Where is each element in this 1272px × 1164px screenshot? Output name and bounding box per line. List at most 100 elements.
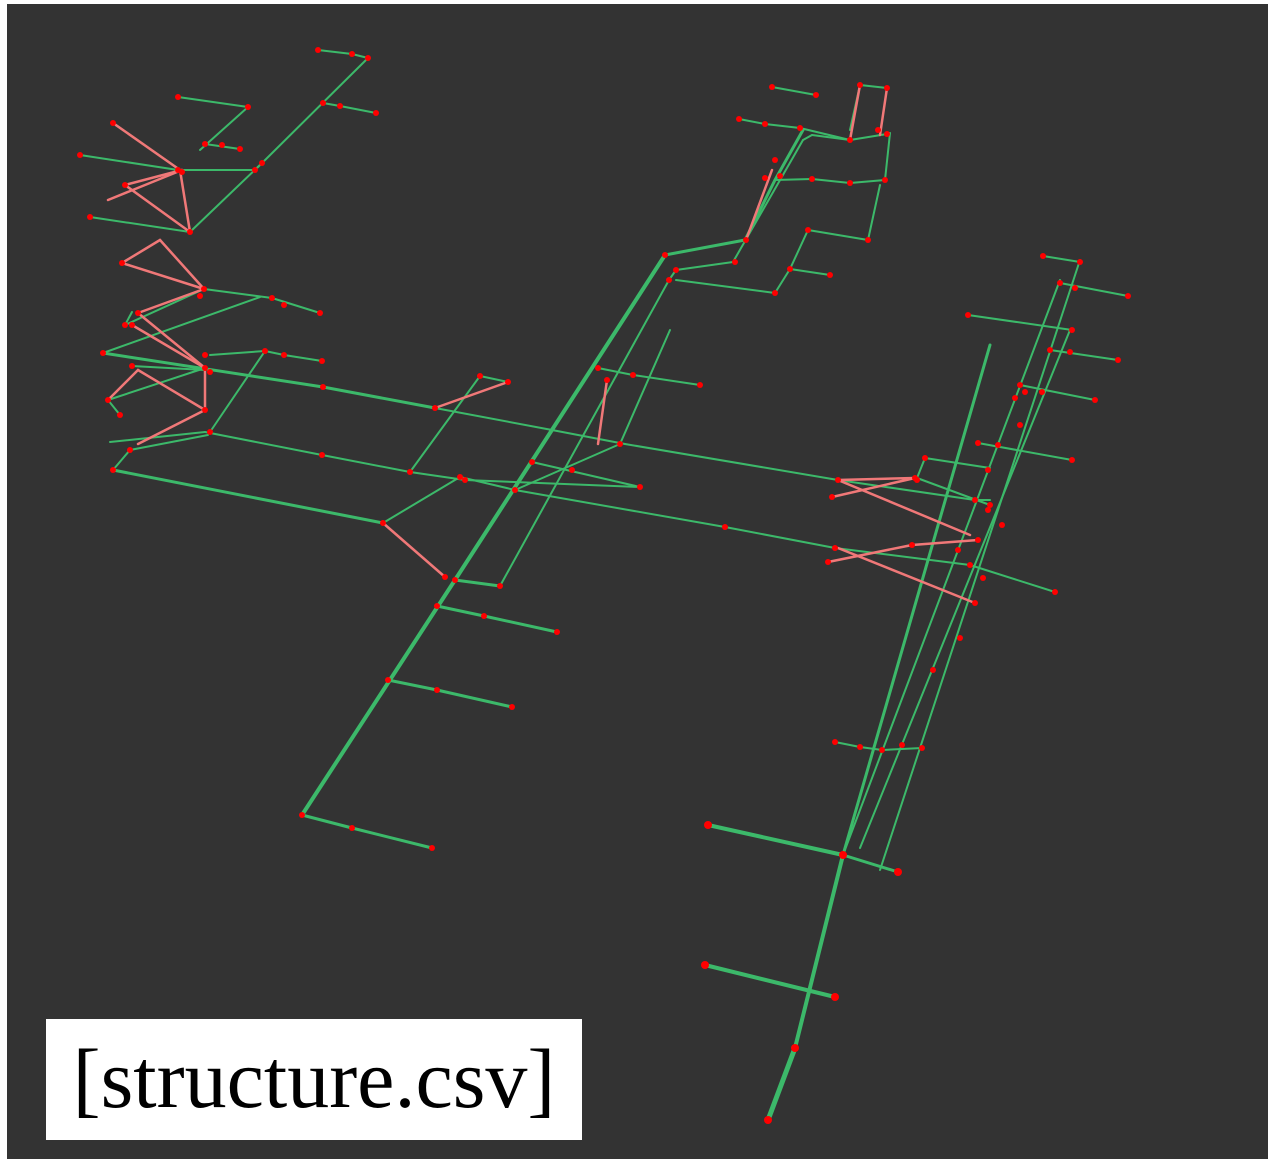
structure-node [985,467,991,473]
structure-node [1077,259,1083,265]
structure-node [281,352,287,358]
structure-edge [624,443,839,481]
structure-edge [773,128,805,182]
structure-node [857,744,863,750]
structure-edge [382,476,461,524]
structure-node [1072,285,1078,291]
structure-edge [435,688,514,709]
diagonal-edge [136,311,207,370]
structure-edge [459,476,516,491]
structure-edge [834,741,861,748]
structure-node [831,993,839,1001]
structure-node [207,429,213,435]
structure-edge [409,375,481,473]
diagonal-edge [836,476,917,482]
3d-viewport[interactable] [7,4,1268,1159]
structure-edge [199,106,249,151]
structure-node [269,295,275,301]
structure-node [122,182,128,188]
structure-edge [317,49,353,55]
diagonal-edge [836,478,972,537]
structure-node [1022,389,1028,395]
diagonal-edge [178,168,192,234]
structure-node [320,384,326,390]
structure-node [127,447,133,453]
green-edges [79,49,1129,1123]
structure-node [987,502,993,508]
structure-node [317,310,323,316]
structure-edge [619,329,671,445]
structure-edge [434,407,553,431]
structure-node [110,467,116,473]
structure-node [797,125,803,131]
structure-node [617,441,623,447]
diagonal-edge [106,368,140,402]
structure-edge [675,279,776,294]
diagonal-edge [123,183,192,234]
structure-edge [300,578,457,817]
structure-edge [879,259,1081,871]
structure-node [432,405,438,411]
structure-node [829,494,835,500]
structure-node [505,379,511,385]
structure-edge [321,385,437,410]
structure-edge [738,118,766,125]
structure-edge [203,288,273,299]
structure-node [791,1044,799,1052]
structure-node [832,739,838,745]
structure-node [1069,457,1075,463]
structure-node [202,407,208,413]
structure-graph [77,47,1131,1124]
structure-edge [764,123,801,129]
structure-node [832,545,838,551]
structure-node [119,260,125,266]
diagonal-edge [848,83,862,142]
structure-node [732,259,738,265]
structure-node [999,522,1005,528]
structure-node [637,484,643,490]
structure-node [349,51,355,57]
diagonal-edge [158,238,206,291]
structure-node [805,227,811,233]
structure-edge [916,477,991,506]
structure-node [429,845,435,851]
structure-node [847,180,853,186]
structure-node [809,176,815,182]
diagonal-edge [826,543,914,564]
structure-edge [802,134,813,141]
structure-edge [514,489,726,528]
structure-edge [793,853,845,1050]
diagonal-edge [106,168,184,202]
structure-node [434,603,440,609]
structure-edge [849,179,886,184]
structure-node [452,577,458,583]
structure-node [839,851,847,859]
structure-node [827,272,833,278]
structure-edge [107,367,206,401]
structure-node [77,152,83,158]
diagonal-edge [120,261,206,291]
structure-node [919,745,925,751]
structure-node [972,600,978,606]
structure-node [777,173,783,179]
structure-edge [111,468,385,525]
structure-edge [724,526,836,549]
structure-node [442,574,448,580]
structure-node [457,474,463,480]
structure-edge [916,457,926,479]
structure-node [879,747,885,753]
structure-node [175,94,181,100]
structure-node [1052,589,1058,595]
structure-edge [924,457,991,469]
structure-node [595,365,601,371]
structure-edge [807,229,869,241]
structure-node [320,100,326,106]
structure-node [202,365,208,371]
structure-edge [969,564,1056,593]
structure-edge [837,479,976,501]
structure-node [497,583,503,589]
structure-node [762,175,768,181]
structure-node [967,562,973,568]
diagonal-edge [744,168,774,242]
